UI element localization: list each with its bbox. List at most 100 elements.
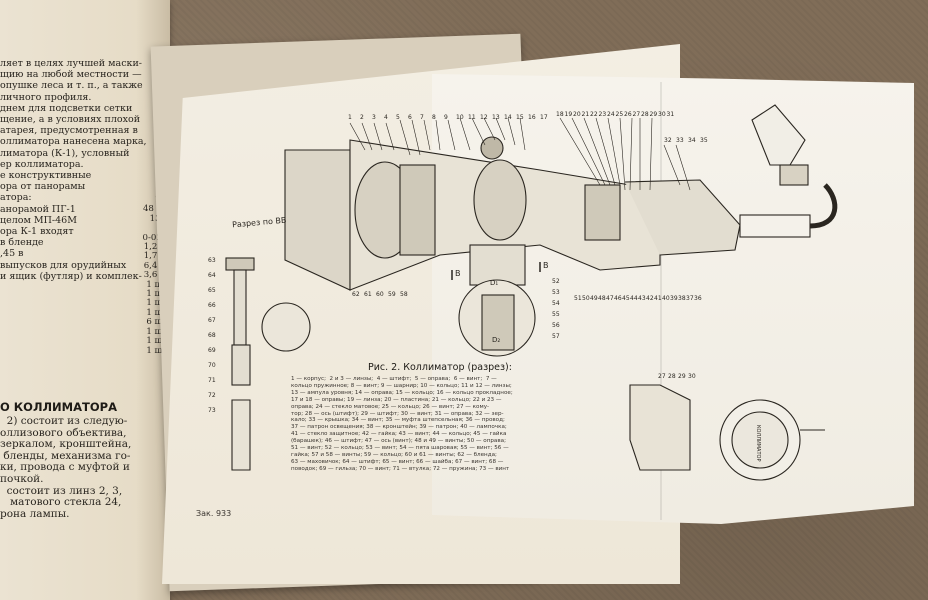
- callout-number: 24: [607, 111, 615, 118]
- callout-number: 10: [456, 114, 464, 121]
- callout-number: 11: [468, 114, 476, 121]
- legend-line: кало; 33 — крышка; 34 — винт; 35 — муфта…: [291, 417, 505, 424]
- left-page-body: 2) состоит из следую-оллизового объектив…: [0, 416, 168, 520]
- callout-number: 29: [678, 373, 686, 380]
- ball-screw: [481, 294, 515, 351]
- callout-number: 4: [384, 114, 388, 121]
- callout-number: 56: [552, 322, 560, 329]
- callout-number: 62: [352, 291, 360, 298]
- legend-line: (барашек); 46 — штифт; 47 — ось (винт); …: [291, 438, 506, 445]
- legend-line: оправа; 24 — стекло матовое; 25 — кольцо…: [291, 403, 490, 410]
- text-line: целом МП-46М: [0, 214, 77, 226]
- callout-number: 6: [408, 114, 412, 121]
- legend-line: 41 — стекло защитное; 42 — гайка; 43 — в…: [291, 431, 507, 438]
- plug-socket: [739, 214, 811, 238]
- callout-number: 49: [590, 295, 598, 302]
- callout-number: 48: [598, 295, 606, 302]
- callout-number: 68: [208, 332, 216, 339]
- callout-number: 45: [622, 295, 630, 302]
- callout-number: 47: [606, 295, 614, 302]
- callout-number: 41: [654, 295, 662, 302]
- callout-number: 60: [376, 291, 384, 298]
- text-line: ер коллиматора.: [0, 158, 84, 170]
- detail-body: [629, 384, 691, 471]
- text-line: 2) состоит из следую-: [0, 416, 128, 427]
- text-line: ляет в целях лучшей маски-: [0, 58, 142, 69]
- callout-number: 50: [582, 295, 590, 302]
- callout-number: 64: [208, 272, 216, 279]
- text-line: атарея, предусмотренная в: [0, 125, 138, 137]
- callout-number: 39: [670, 295, 678, 302]
- sleeve: [231, 344, 251, 386]
- callout-number: 28: [668, 373, 676, 380]
- legend-line: поводок; 69 — гильза; 70 — винт; 71 — вт…: [291, 465, 510, 472]
- callout-number: 21: [582, 111, 590, 118]
- lamp-cap: [779, 164, 809, 186]
- callout-number: 13: [492, 114, 500, 121]
- text-line: зеркалом, кронштейна,: [0, 438, 132, 451]
- callout-number: 22: [590, 111, 598, 118]
- figure-caption: Рис. 2. Коллиматор (разрез):: [368, 362, 512, 373]
- text-line: ки, провода с муфтой и: [0, 461, 130, 474]
- eyepiece-mount: [584, 184, 621, 241]
- callout-number: 59: [388, 291, 396, 298]
- callout-number: 54: [552, 300, 560, 307]
- callout-number: 27: [658, 373, 666, 380]
- callout-number: 31: [667, 111, 675, 118]
- callout-number: 17: [540, 114, 548, 121]
- callout-number: 30: [658, 111, 666, 118]
- callout-number: 53: [552, 289, 560, 296]
- text-line: оллиматора нанесена марка,: [0, 136, 147, 148]
- callout-number: 58: [400, 291, 408, 298]
- callout-leaders-top: [349, 117, 526, 156]
- text-line: в бленде: [0, 237, 44, 249]
- left-book-page: ляет в целях лучшей маски-щию на любой м…: [0, 0, 170, 600]
- left-page-text: ляет в целях лучшей маски-щию на любой м…: [0, 58, 165, 282]
- callout-number: 69: [208, 347, 216, 354]
- legend-line: 1 — корпус; 2 и 3 — линзы; 4 — штифт; 5 …: [291, 376, 497, 382]
- section-mark-d2: D₂: [492, 336, 500, 344]
- callout-number: 70: [208, 362, 216, 369]
- callout-number: 72: [208, 392, 216, 399]
- callout-number: 32: [664, 137, 672, 144]
- callout-number: 35: [700, 137, 708, 144]
- lamp-holder: [751, 104, 806, 166]
- figure-legend: 1 — корпус; 2 и 3 — линзы; 4 — штифт; 5 …: [291, 376, 626, 480]
- callout-number: 42: [646, 295, 654, 302]
- text-line: щение, а в условиях плохой: [0, 114, 141, 126]
- text-line: бленды, механизма го-: [0, 449, 131, 462]
- callout-number: 51: [574, 295, 582, 302]
- text-line: выпусков для орудийных: [0, 259, 127, 271]
- cable: [809, 183, 838, 229]
- callout-number: 1: [348, 114, 352, 121]
- callout-number: 46: [614, 295, 622, 302]
- text-line: днем для подсветки сетки: [0, 102, 133, 114]
- callout-number: 19: [565, 111, 573, 118]
- section-mark-b-left: B: [455, 269, 461, 278]
- page-mark: Зак. 933: [196, 509, 232, 518]
- section-mark-b-right: B: [543, 261, 549, 270]
- legend-line: 51 — винт; 52 — кольцо; 53 — винт; 54 — …: [291, 445, 509, 452]
- callout-number: 5: [396, 114, 400, 121]
- section-mark-d1: D₁: [490, 279, 498, 287]
- level-vial: [480, 136, 504, 160]
- text-line: лиматора (К-1), условный: [0, 147, 130, 159]
- callout-leaders-right: [559, 117, 691, 191]
- text-line: и ящик (футляр) и комплек-: [0, 270, 142, 282]
- callout-number: 40: [662, 295, 670, 302]
- legend-line: тор; 28 — ось (штифт); 29 — штифт; 30 — …: [291, 410, 504, 417]
- text-line: ора К-1 входят: [0, 226, 74, 238]
- callout-number: 33: [676, 137, 684, 144]
- callout-number: 3: [372, 114, 376, 121]
- side-ring: [261, 302, 311, 352]
- callout-number: 7: [420, 114, 424, 121]
- detail-dial-inner: [731, 411, 789, 469]
- callout-number: 28: [641, 111, 649, 118]
- lens-assembly-middle: [473, 159, 527, 241]
- callout-number: 44: [630, 295, 638, 302]
